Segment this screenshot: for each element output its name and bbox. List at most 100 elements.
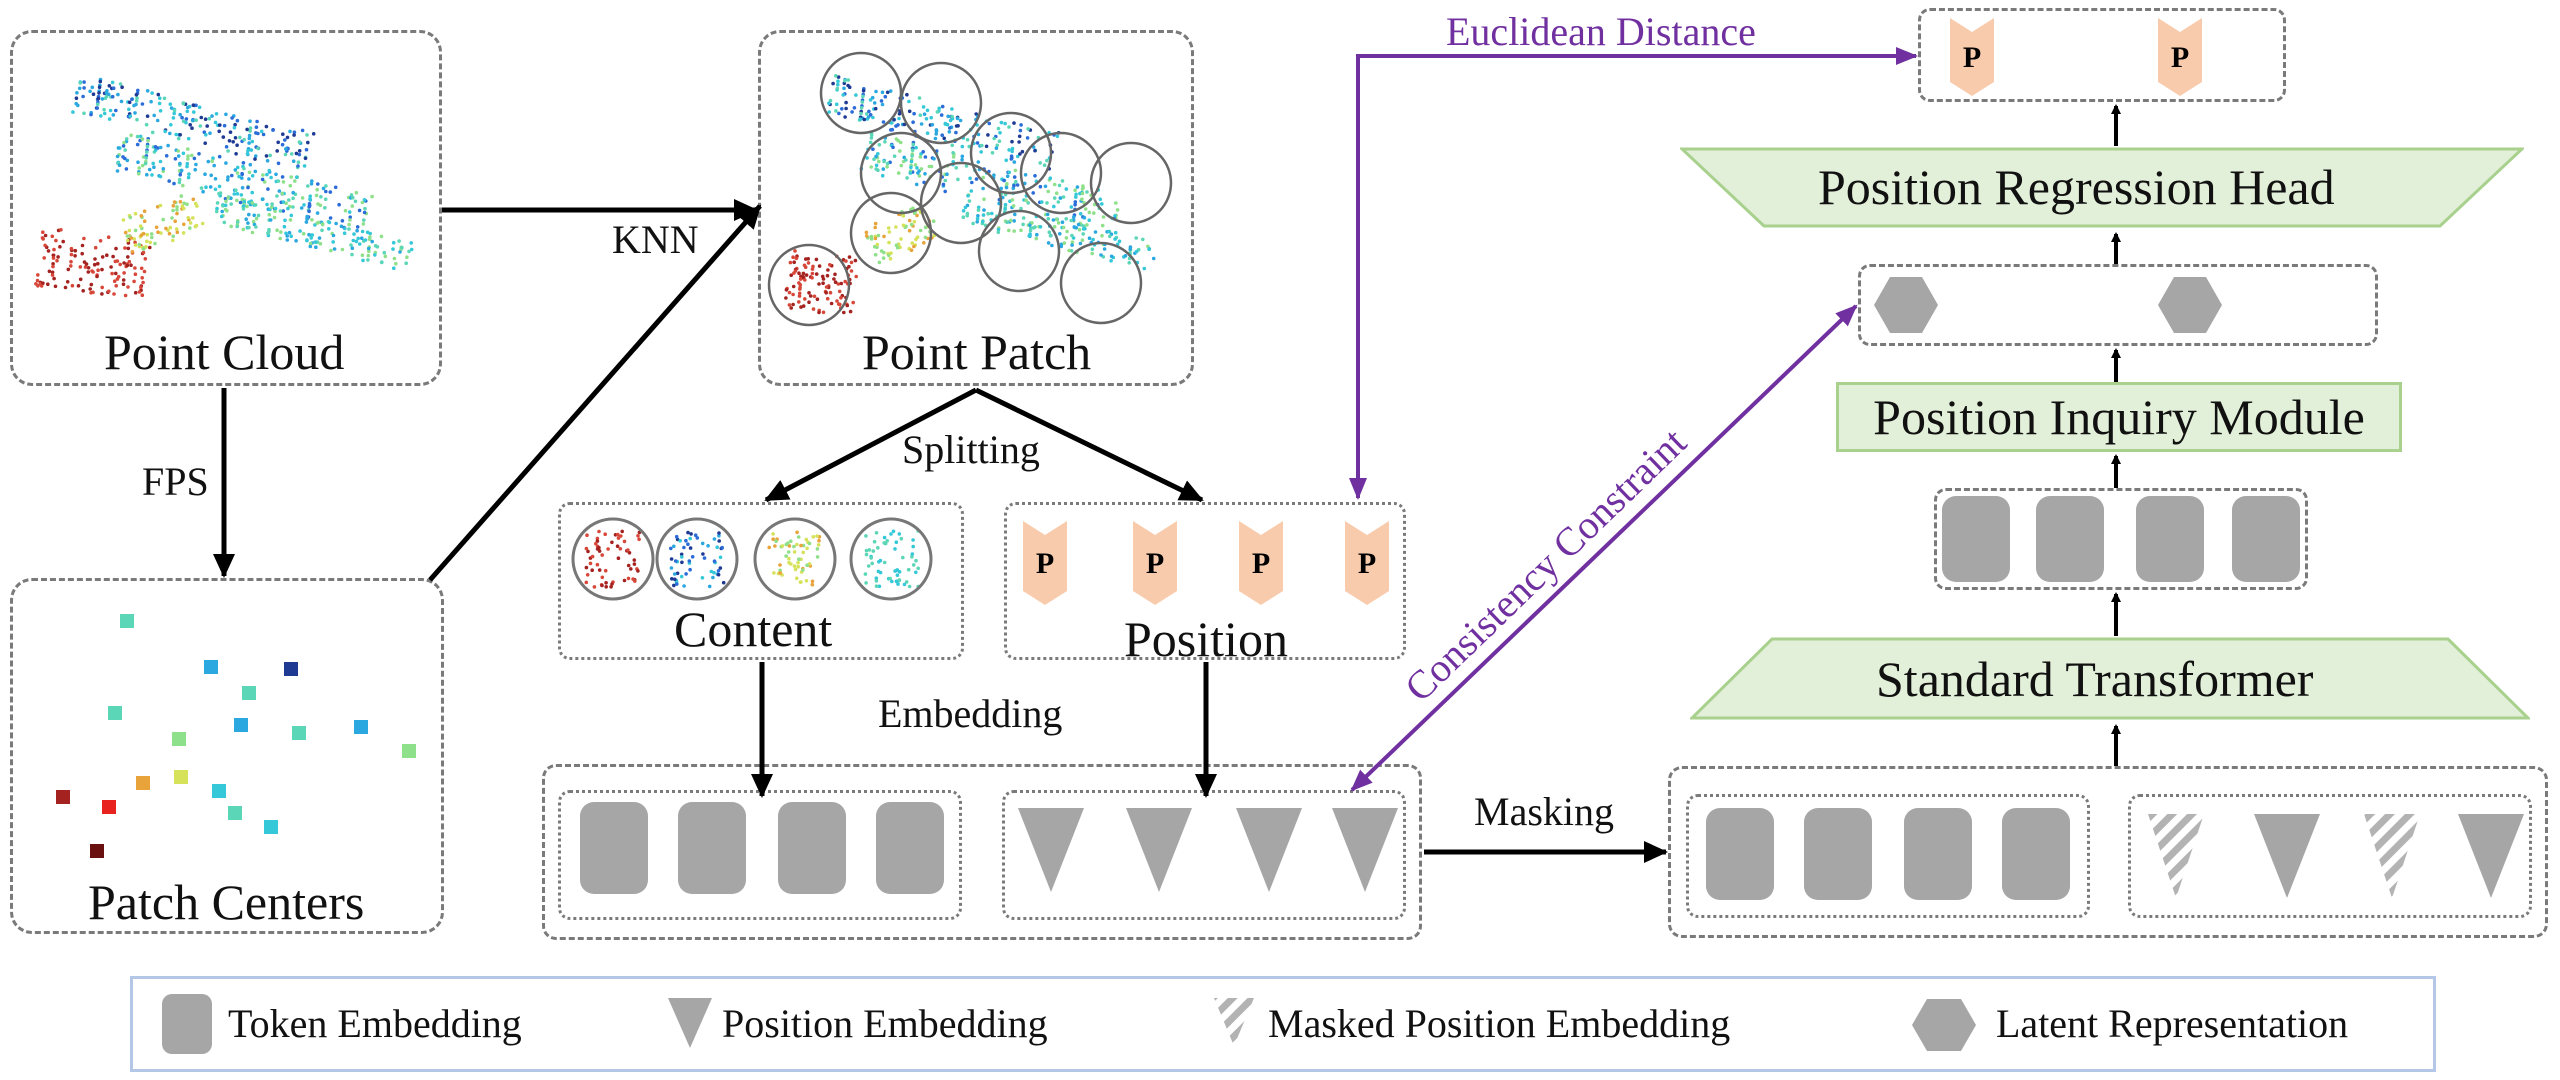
content-patch [849,517,933,601]
point [1052,196,1057,200]
point [795,576,799,581]
point [288,218,293,222]
point [1018,152,1022,156]
point-cloud-box [10,30,442,386]
point [122,140,126,145]
point [622,539,627,544]
embedding-label: Embedding [878,691,1063,736]
legend-masked-label: Masked Position Embedding [1268,1001,1731,1046]
point [285,234,290,238]
point [127,107,131,112]
point [946,114,950,119]
patch-center [204,660,218,674]
point [1056,200,1061,204]
point [1114,201,1118,205]
point [1147,247,1151,251]
point [1007,125,1011,129]
point [1090,251,1094,256]
point [814,272,819,276]
point [247,170,252,175]
point [1073,188,1077,192]
point [888,257,893,261]
point [224,199,228,204]
point [996,227,1001,232]
point [280,175,285,179]
point [793,269,798,273]
point [366,258,370,262]
point [282,224,287,229]
token-embedding [2136,496,2204,582]
point [688,567,692,572]
point [321,186,326,191]
point [789,273,793,277]
point [1003,121,1007,126]
token-embedding [1804,808,1872,900]
point [1052,224,1057,229]
point [1012,121,1016,125]
point [702,556,707,560]
point [148,245,152,250]
point [1080,187,1085,191]
point [810,271,815,276]
point [69,252,74,257]
point [877,143,882,147]
point [810,579,815,584]
point [1078,241,1083,246]
point [939,113,944,117]
point [46,282,50,286]
point [250,201,255,205]
position-label: Position [1124,611,1288,667]
point [114,271,118,276]
point [100,255,105,259]
point [811,264,815,269]
point [249,148,254,152]
point [139,233,144,237]
point [778,568,782,573]
point [817,264,822,268]
point [967,199,972,203]
point [847,85,852,89]
point [264,154,269,158]
point [950,114,954,119]
point [853,258,858,263]
point [120,85,124,89]
point [242,166,246,171]
point [925,108,930,113]
point [116,92,120,97]
point [392,266,396,270]
point [816,543,821,547]
point [204,185,208,189]
point [153,145,158,149]
point [276,179,281,183]
point [907,584,912,589]
point [911,142,916,147]
point [870,561,874,566]
point [1046,189,1050,194]
point [854,274,858,279]
point [76,103,80,108]
point [202,130,207,134]
point [175,205,179,209]
point [100,285,104,290]
point [784,288,789,292]
point [1061,225,1066,230]
point [918,113,923,117]
point [1052,182,1057,187]
point [215,201,220,205]
point [976,160,981,164]
point [140,137,145,141]
point [104,91,109,95]
point [839,296,843,300]
point [1070,233,1074,238]
point [864,552,869,557]
point [173,219,177,223]
point [86,266,91,270]
point [59,228,63,232]
patch-center [120,614,134,628]
point [910,241,915,245]
patch-center [402,744,416,758]
point [1064,236,1069,240]
point [175,211,179,216]
point [889,532,893,536]
point [213,177,218,181]
